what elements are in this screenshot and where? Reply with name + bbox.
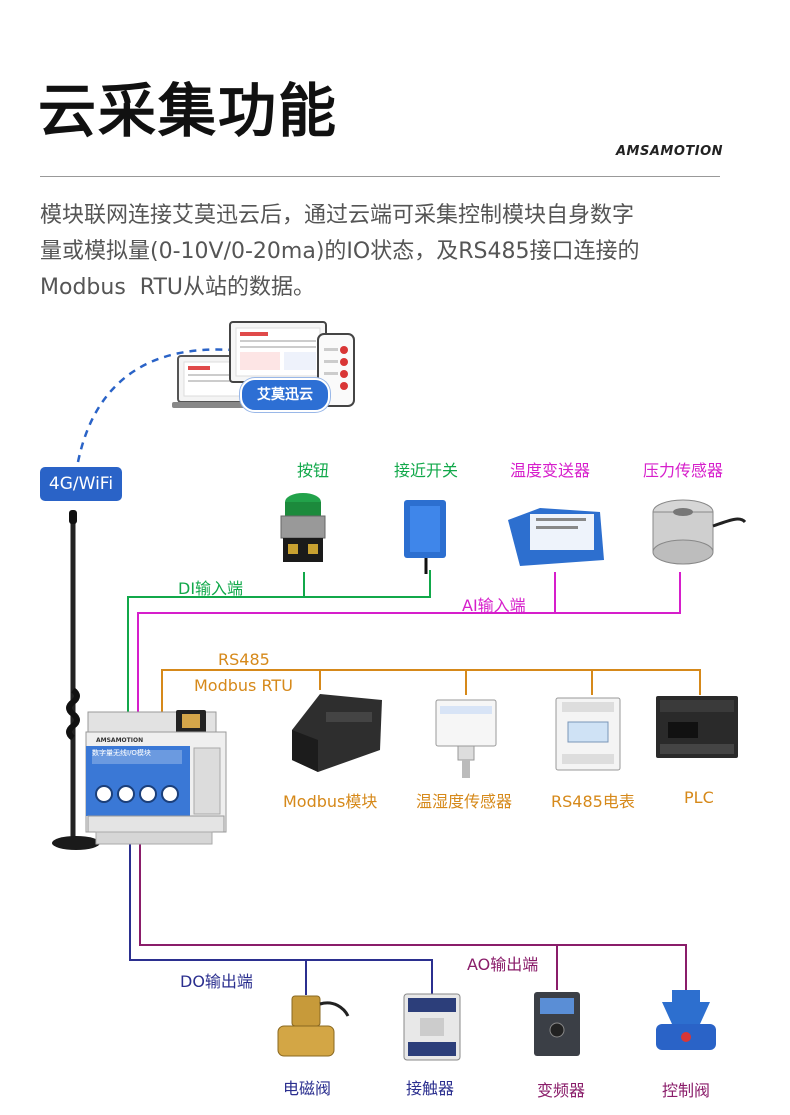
device-label-modbus-module: Modbus模块 bbox=[283, 792, 378, 811]
description-line-1: 模块联网连接艾莫迅云后，通过云端可采集控制模块自身数字 bbox=[40, 203, 635, 228]
ao-port-label: AO输出端 bbox=[467, 955, 539, 974]
device-label-rs485-meter: RS485电表 bbox=[551, 792, 635, 811]
di-bus-line bbox=[127, 570, 431, 712]
ai-bus-line bbox=[137, 572, 681, 712]
brand-logo-text: AMSAMOTION bbox=[616, 144, 724, 159]
do-bus-line bbox=[129, 840, 433, 995]
device-label-plc: PLC bbox=[684, 788, 714, 807]
ao-bus-line bbox=[139, 840, 687, 990]
device-label-temperature-transmitter: 温度变送器 bbox=[510, 461, 591, 480]
module-name-label: 数字量无线I/O模块 bbox=[92, 749, 151, 757]
plc-icon bbox=[656, 696, 738, 758]
rs485-label: RS485 bbox=[218, 650, 270, 669]
device-label-button: 按钮 bbox=[297, 461, 330, 480]
rs485-meter-icon bbox=[555, 697, 621, 771]
page-title: 云采集功能 bbox=[38, 77, 339, 145]
proximity-switch-icon bbox=[404, 500, 446, 574]
push-button-icon bbox=[280, 493, 326, 562]
device-label-solenoid-valve: 电磁阀 bbox=[283, 1079, 332, 1098]
io-module-icon bbox=[85, 710, 227, 845]
device-label-contactor: 接触器 bbox=[406, 1079, 455, 1098]
description-line-2: 量或模拟量(0-10V/0-20ma)的IO状态，及RS485接口连接的 bbox=[40, 239, 640, 264]
ai-port-label: AI输入端 bbox=[462, 596, 526, 615]
description-line-3: Modbus RTU从站的数据。 bbox=[40, 275, 315, 300]
humidity-sensor-icon bbox=[435, 699, 497, 778]
description: 模块联网连接艾莫迅云后，通过云端可采集控制模块自身数字 量或模拟量(0-10V/… bbox=[40, 198, 740, 306]
device-label-inverter: 变频器 bbox=[537, 1081, 586, 1100]
module-brand-label: AMSAMOTION bbox=[96, 737, 144, 744]
device-label-proximity-switch: 接近开关 bbox=[394, 461, 459, 480]
device-label-humidity-sensor: 温湿度传感器 bbox=[416, 792, 513, 811]
pressure-sensor-icon bbox=[652, 499, 747, 565]
solenoid-valve-icon bbox=[277, 995, 350, 1057]
do-port-label: DO输出端 bbox=[180, 972, 253, 991]
monitor-icon bbox=[229, 321, 327, 383]
header-divider bbox=[40, 176, 720, 177]
rs485-bus-line bbox=[161, 669, 701, 712]
control-valve-icon bbox=[656, 990, 716, 1050]
network-badge: 4G/WiFi bbox=[40, 467, 122, 501]
contactor-icon bbox=[403, 993, 461, 1061]
di-port-label: DI输入端 bbox=[178, 579, 244, 598]
inverter-icon bbox=[534, 992, 580, 1056]
device-label-pressure-sensor: 压力传感器 bbox=[643, 461, 724, 480]
device-label-control-valve: 控制阀 bbox=[662, 1081, 711, 1100]
modbus-module-icon bbox=[292, 694, 382, 772]
cloud-platform-tag: 艾莫迅云 bbox=[240, 378, 330, 412]
wireless-link-line bbox=[76, 348, 233, 463]
modbus-rtu-label: Modbus RTU bbox=[194, 676, 293, 695]
temperature-transmitter-icon bbox=[508, 508, 604, 566]
